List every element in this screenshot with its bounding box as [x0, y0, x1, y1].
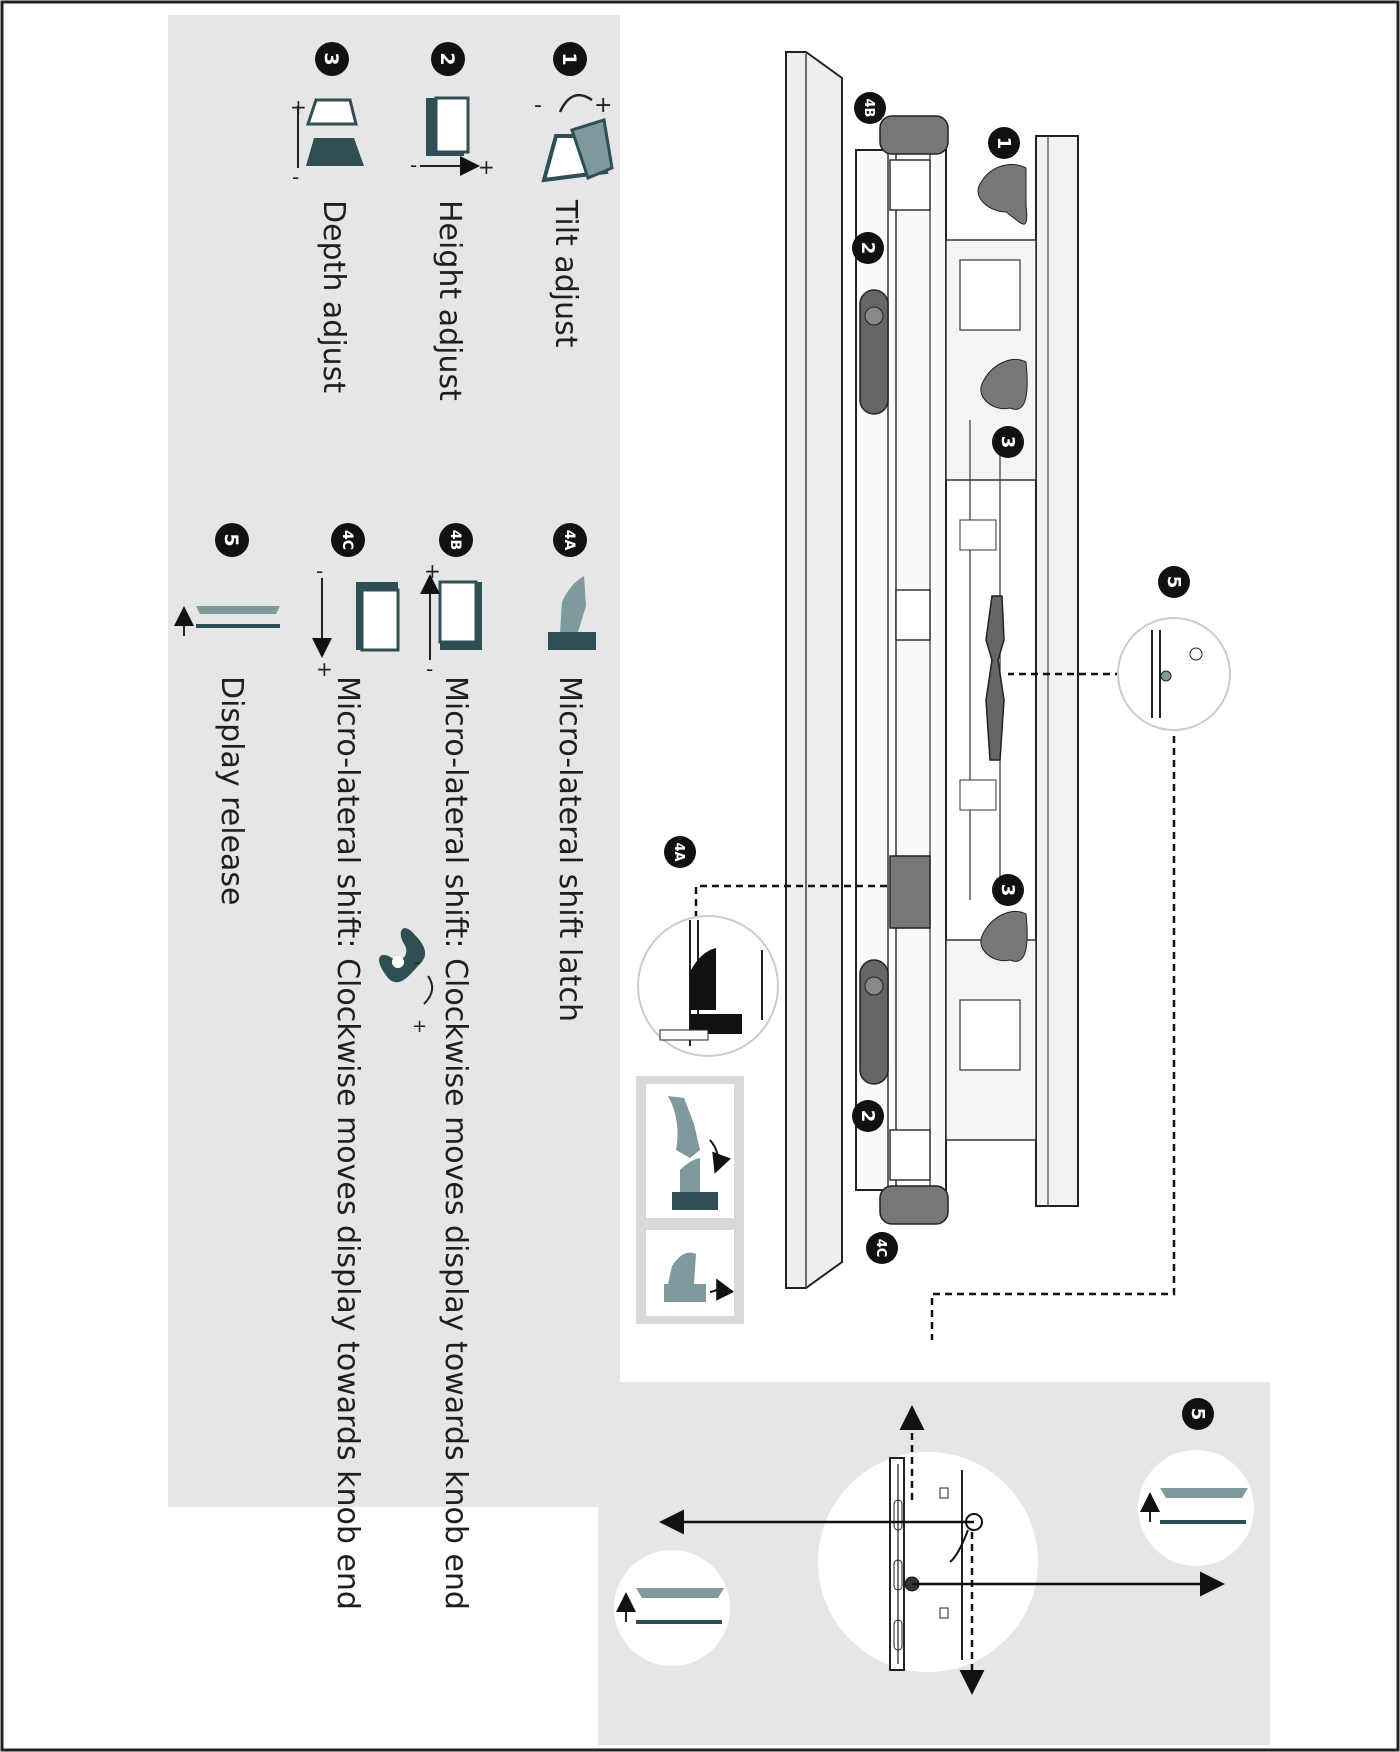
svg-text:+: +: [478, 155, 495, 179]
legend-label-shift-4b: Micro-lateral shift: Clockwise moves dis…: [438, 676, 473, 1610]
legend-item-tilt: 1 - + Tilt adjust: [534, 42, 614, 348]
height-icon: - +: [410, 96, 495, 179]
shift-right-icon: - +: [312, 559, 400, 681]
svg-text:+: +: [316, 657, 333, 681]
callout-3-upper: 3: [992, 426, 1024, 458]
shift-knob-4b: [879, 115, 949, 155]
latch-detail-circle: [637, 915, 779, 1057]
svg-text:+: +: [424, 559, 441, 583]
legend-label-tilt: Tilt adjust: [548, 199, 583, 348]
svg-text:3: 3: [997, 436, 1018, 449]
svg-text:3: 3: [320, 52, 342, 65]
legend-item-depth: 3 + - Depth adjust: [290, 42, 364, 393]
depth-icon: + -: [290, 95, 364, 189]
latch-icon: [548, 576, 596, 650]
legend-label-shift-4c: Micro-lateral shift: Clockwise moves dis…: [330, 676, 365, 1610]
height-handle-lower: [859, 959, 889, 1085]
svg-text:5: 5: [1187, 1408, 1208, 1421]
svg-text:-: -: [316, 559, 323, 583]
svg-text:4A: 4A: [561, 530, 577, 551]
badge-4b: [439, 523, 473, 557]
svg-text:-: -: [410, 153, 417, 177]
svg-text:+: +: [412, 1016, 427, 1037]
legend-item-release: 5 Display release: [174, 523, 280, 906]
legend-item-height: 2 - + Height adjust: [410, 42, 495, 401]
badge-5: [215, 523, 249, 557]
callout-4a: 4A: [664, 836, 696, 868]
svg-text:+: +: [290, 95, 307, 119]
badge-3: [315, 42, 349, 76]
legend-panel: [168, 15, 620, 1507]
badge-1: [553, 42, 587, 76]
svg-text:5: 5: [1163, 576, 1184, 589]
legend-label-height: Height adjust: [432, 200, 467, 401]
knob-rotate-icon: - +: [379, 928, 434, 1037]
hand-press-icon: [668, 1096, 731, 1210]
svg-text:2: 2: [436, 52, 458, 65]
svg-text:4C: 4C: [339, 530, 355, 550]
badge-4c: [331, 523, 365, 557]
svg-text:-: -: [292, 165, 299, 189]
release-lever: [985, 595, 1005, 761]
release-detail-callout: 5: [1182, 1398, 1214, 1430]
svg-text:2: 2: [857, 1110, 878, 1123]
leader-5b: [930, 736, 1176, 1340]
svg-text:-: -: [414, 952, 421, 973]
svg-text:4B: 4B: [447, 530, 463, 550]
height-handle-upper: [859, 289, 889, 415]
tilt-knob: [977, 164, 1028, 225]
latch-block: [889, 855, 931, 929]
svg-text:1: 1: [558, 52, 580, 65]
tilt-icon: - +: [534, 93, 614, 183]
wall-plate: [1035, 135, 1079, 1207]
svg-text:-: -: [426, 657, 433, 681]
latch-steps-panel: [636, 1076, 744, 1324]
depth-knob-upper: [980, 359, 1028, 410]
release-small-circle: [1117, 617, 1231, 731]
shift-left-icon: + -: [420, 559, 482, 681]
callout-1: 1: [988, 127, 1020, 159]
callout-4c: 4C: [866, 1232, 898, 1264]
svg-text:4A: 4A: [671, 842, 686, 861]
release-big-circle: [818, 1452, 1038, 1672]
legend-item-shift-4b: 4B + - Micro-lateral shift: Clockwise mo…: [420, 523, 482, 1610]
shift-knob-4c: [879, 1185, 949, 1225]
callout-2-lower: 2: [852, 1100, 884, 1132]
svg-text:4C: 4C: [873, 1239, 888, 1258]
svg-text:2: 2: [857, 242, 878, 255]
svg-text:-: -: [534, 93, 542, 118]
badge-4a: [553, 523, 587, 557]
legend-item-latch: 4A Micro-lateral shift latch: [548, 523, 596, 1022]
display-release-icon-left: [614, 1550, 730, 1666]
badge-2: [431, 42, 465, 76]
callout-2-upper: 2: [852, 232, 884, 264]
latch-released-icon: [664, 1252, 735, 1302]
callout-4b: 4B: [854, 92, 886, 124]
legend-label-depth: Depth adjust: [316, 200, 351, 393]
svg-text:5: 5: [220, 533, 242, 546]
svg-text:3: 3: [997, 884, 1018, 897]
legend-label-latch: Micro-lateral shift latch: [552, 676, 587, 1022]
svg-text:4B: 4B: [861, 99, 876, 118]
display-release-icon: [174, 606, 280, 636]
svg-text:+: +: [594, 93, 612, 118]
legend-item-shift-4c: 4C - + Micro-lateral shift: Clockwise mo…: [312, 523, 434, 1610]
legend-label-release: Display release: [214, 676, 249, 906]
svg-text:1: 1: [993, 137, 1014, 150]
callout-3-lower: 3: [992, 874, 1024, 906]
display-panel: [785, 51, 843, 1289]
callout-5: 5: [1158, 566, 1190, 598]
depth-knob-lower: [980, 911, 1028, 962]
display-release-icon-right: [1138, 1450, 1254, 1566]
